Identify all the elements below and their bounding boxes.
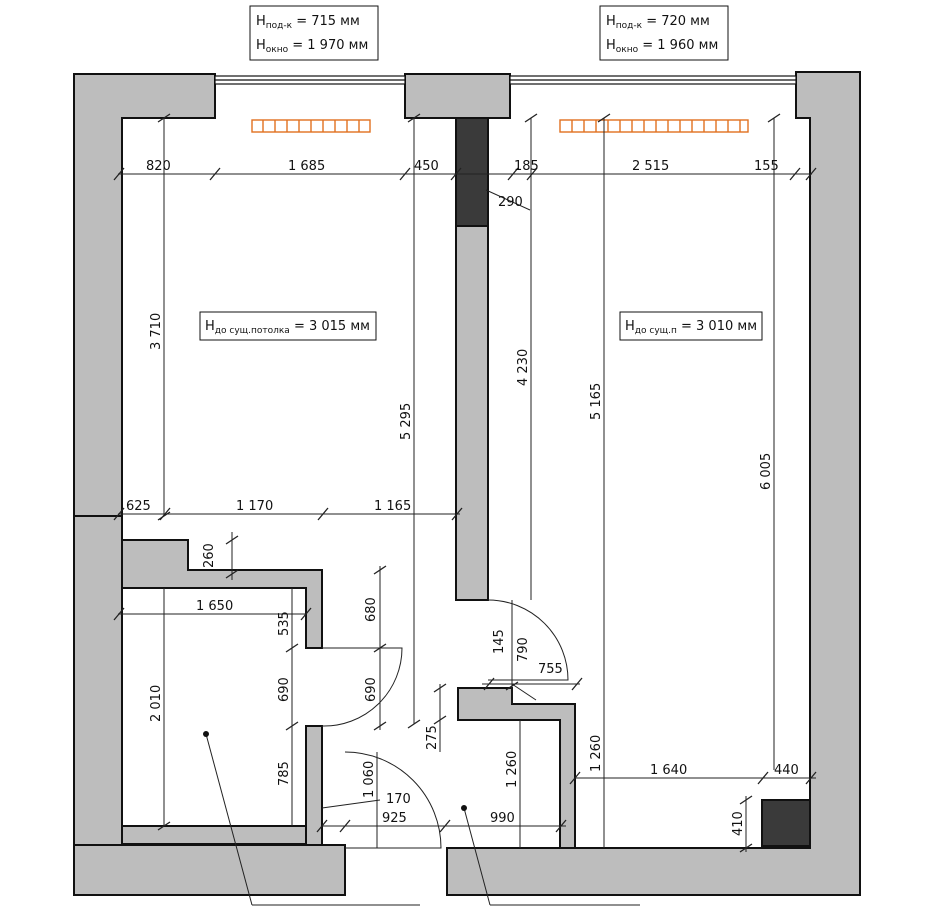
door-entry xyxy=(344,751,442,849)
dim-2515: 2 515 xyxy=(632,159,669,174)
dark-column-top xyxy=(455,117,489,227)
dim-6005: 6 005 xyxy=(759,453,774,490)
dim-440: 440 xyxy=(774,763,799,778)
dim-5165: 5 165 xyxy=(589,383,604,420)
dim-535: 535 xyxy=(277,611,292,636)
dim-990: 990 xyxy=(490,811,515,826)
dim-185: 185 xyxy=(514,159,539,174)
dim-690-right: 690 xyxy=(364,677,379,702)
dim-690-left: 690 xyxy=(277,677,292,702)
left-outer-wall xyxy=(73,73,216,517)
dim-145: 145 xyxy=(492,629,507,654)
closet-shelf-bottom xyxy=(121,825,307,845)
dim-1170: 1 170 xyxy=(236,499,273,514)
dim-755: 755 xyxy=(538,662,563,677)
ceiling-label-left: Hдо сущ.потолка = 3 015 мм xyxy=(199,311,377,341)
dim-820: 820 xyxy=(146,159,171,174)
ceiling-label-right: Hдо сущ.п = 3 010 мм xyxy=(619,311,763,341)
svg-text:Hокно = 1 960 мм: Hокно = 1 960 мм xyxy=(606,38,718,55)
dim-1640: 1 640 xyxy=(650,763,687,778)
radiator-left xyxy=(251,119,371,133)
door-bathroom xyxy=(321,647,403,727)
left-outer-wall-lower xyxy=(73,515,123,896)
dark-riser xyxy=(761,799,811,847)
dim-1260-right: 1 260 xyxy=(589,735,604,772)
window-label-right: Hпод-к = 720 мм Hокно = 1 960 мм xyxy=(599,5,729,61)
dim-410: 410 xyxy=(731,811,746,836)
dim-1260-left: 1 260 xyxy=(505,751,520,788)
doors xyxy=(321,599,569,849)
bottom-wall-left xyxy=(73,844,346,896)
dim-290: 290 xyxy=(498,195,523,210)
dimension-lines xyxy=(113,113,817,906)
svg-text:Hпод-к = 715 мм: Hпод-к = 715 мм xyxy=(256,14,360,31)
dim-625: 625 xyxy=(126,499,151,514)
window-label-left: Hпод-к = 715 мм Hокно = 1 970 мм xyxy=(249,5,379,61)
dim-275: 275 xyxy=(425,725,440,750)
dim-260: 260 xyxy=(202,543,217,568)
svg-text:Hокно = 1 970 мм: Hокно = 1 970 мм xyxy=(256,38,368,55)
dim-790: 790 xyxy=(516,637,531,662)
right-outer-wall xyxy=(446,71,861,896)
door-room-right xyxy=(487,599,569,681)
dimension-texts: 820 1 685 450 185 2 515 155 290 3 710 4 … xyxy=(126,159,799,836)
dim-1060: 1 060 xyxy=(362,761,377,798)
partition-wall xyxy=(455,225,489,601)
dim-4230: 4 230 xyxy=(516,349,531,386)
windows xyxy=(214,75,797,85)
dim-785: 785 xyxy=(277,761,292,786)
svg-text:Hдо сущ.потолка = 3 015 мм: Hдо сущ.потолка = 3 015 мм xyxy=(205,319,370,336)
svg-text:Hдо сущ.п = 3 010 мм: Hдо сущ.п = 3 010 мм xyxy=(625,319,757,336)
dim-155: 155 xyxy=(754,159,779,174)
dim-3710: 3 710 xyxy=(149,313,164,350)
dim-2010: 2 010 xyxy=(149,685,164,722)
middle-pier xyxy=(404,73,511,119)
walls xyxy=(73,71,861,896)
dim-5295: 5 295 xyxy=(399,403,414,440)
bathroom-wall-lower xyxy=(305,725,323,846)
dim-680: 680 xyxy=(364,597,379,622)
dim-1685: 1 685 xyxy=(288,159,325,174)
dim-1650: 1 650 xyxy=(196,599,233,614)
radiator-right xyxy=(559,119,749,133)
dim-925: 925 xyxy=(382,811,407,826)
svg-text:Hпод-к = 720 мм: Hпод-к = 720 мм xyxy=(606,14,710,31)
dim-1165: 1 165 xyxy=(374,499,411,514)
dim-450: 450 xyxy=(414,159,439,174)
dim-170: 170 xyxy=(386,792,411,807)
